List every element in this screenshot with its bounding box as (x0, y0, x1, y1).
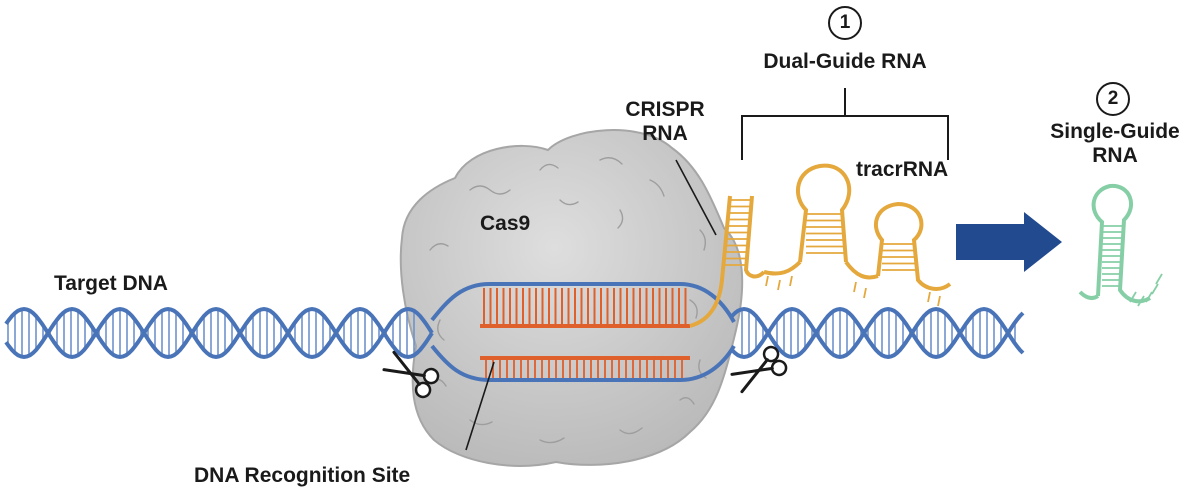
right-arrow-icon (956, 212, 1062, 272)
sgrna-tick (1151, 283, 1159, 295)
leader-lines (465, 159, 717, 451)
dna-unwound-top (430, 282, 736, 323)
cas9-texture-mark (469, 185, 511, 195)
single-guide-line2: RNA (1092, 144, 1138, 168)
sgrna-tick (1155, 273, 1163, 285)
tracr-backbone (763, 260, 802, 276)
cas9-texture-mark (699, 229, 707, 251)
rna-base-tick (765, 275, 769, 287)
rna-base-tick (863, 287, 867, 299)
rna-base-tick (937, 295, 941, 307)
cas9-label: Cas9 (480, 212, 531, 235)
cas9-texture-mark (689, 299, 698, 319)
dual-guide-number-badge: 1 (828, 6, 862, 40)
cas9-texture-mark (539, 163, 559, 171)
crispr-rna-label: CRISPR RNA (610, 98, 720, 146)
cas9-texture-mark (649, 179, 665, 197)
tracr-backbone-2 (844, 260, 879, 280)
scissors-blade (382, 368, 426, 378)
cas9-surface-texture (429, 157, 707, 444)
scissors-blade (392, 350, 421, 386)
cas9-texture-mark (539, 437, 565, 444)
recognition-site-leader (465, 361, 495, 451)
dna-strand-top (4, 306, 434, 360)
cas9-texture-mark (559, 199, 579, 206)
cas9-texture-mark (617, 209, 624, 229)
dna-strand-bottom-right (730, 306, 1025, 360)
tracr-hairpin-1 (796, 163, 852, 263)
dual-guide-title: Dual-Guide RNA (763, 50, 927, 73)
dna-strand-top-right (730, 306, 1025, 360)
scissors-icon (382, 350, 440, 399)
cas9-texture-mark (619, 427, 643, 435)
cas9-texture-mark (698, 359, 707, 379)
dna-strand-bottom (4, 306, 434, 360)
tracrrna-label: tracrRNA (856, 158, 949, 181)
crispr-rna-strand (689, 195, 732, 328)
cas9-texture-mark (599, 157, 623, 165)
rna-base-tick (853, 281, 857, 293)
scissors-blade (740, 358, 769, 394)
rna-base-tick (777, 279, 781, 291)
tracr-stem-strand (743, 195, 766, 279)
crispr-rna-line2: RNA (642, 122, 688, 146)
scissors-icon (730, 345, 788, 394)
cas9-texture-mark (429, 243, 449, 251)
cas9-texture-mark (437, 319, 445, 341)
sgrna-tick (1145, 291, 1153, 303)
rna-base-tick (789, 275, 793, 287)
rna-dna-duplex (480, 288, 690, 360)
dual-guide-rna-structure (689, 163, 952, 328)
crispr-rna-leader (675, 159, 717, 236)
single-guide-line1: Single-Guide (1050, 120, 1180, 143)
scissors-handle (762, 345, 780, 363)
scissors-handle (422, 367, 440, 385)
dna-unwound-bottom (430, 344, 736, 382)
scissors-handle (414, 381, 432, 399)
single-guide-title: Single-Guide RNA (1030, 120, 1200, 168)
single-guide-rna-structure (1078, 183, 1163, 307)
single-guide-number-badge: 2 (1096, 82, 1130, 116)
scissors-handle (770, 359, 788, 377)
crispr-rna-line1: CRISPR (625, 98, 705, 121)
scissors-blade (730, 366, 774, 376)
sgrna-tick (1129, 291, 1137, 303)
cas9-texture-mark (469, 419, 493, 426)
target-dna-helix (4, 282, 1025, 382)
sgrna-backbone (1091, 183, 1152, 304)
rna-base-tick (927, 291, 931, 303)
dna-recognition-site-label: DNA Recognition Site (194, 464, 411, 487)
tracr-hairpin-2 (873, 201, 952, 291)
sgrna-tick (1137, 295, 1145, 307)
cas9-texture-mark (679, 397, 695, 405)
target-dna-label: Target DNA (54, 272, 168, 295)
dual-guide-bracket (741, 88, 949, 160)
sgrna-tail (1078, 290, 1100, 301)
